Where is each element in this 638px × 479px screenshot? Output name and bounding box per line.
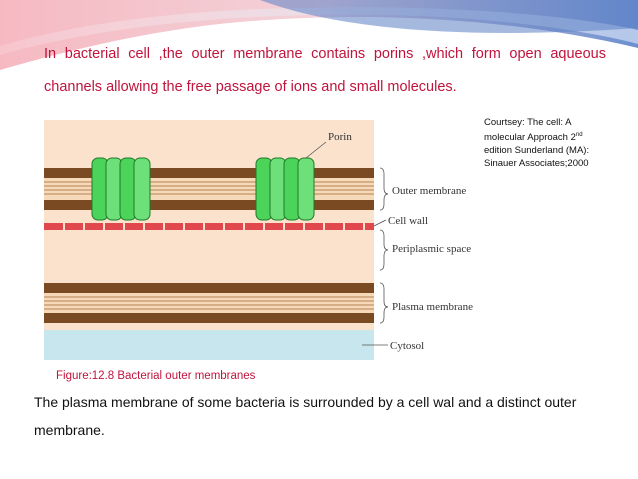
body-paragraph: The plasma membrane of some bacteria is …: [34, 394, 577, 438]
cytosol-label: Cytosol: [390, 340, 424, 352]
figure-caption: Figure:12.8 Bacterial outer membranes: [56, 370, 256, 382]
periplasmic-space-label: Periplasmic space: [392, 243, 471, 255]
credit-line-2: molecular Approach 2: [484, 132, 576, 144]
header-banner: [0, 0, 638, 70]
outer-membrane-bracket: [379, 167, 389, 211]
plasma-membrane-label: Plasma membrane: [392, 301, 473, 313]
periplasmic-space-bracket: [379, 229, 389, 271]
credit-line-1: Courtsey: The cell: A: [484, 117, 572, 128]
porin-protein-right: [255, 157, 315, 221]
porin-label: Porin: [328, 131, 352, 143]
cell-wall: [44, 223, 374, 230]
credit-line-2-sup: nd: [575, 132, 583, 138]
intro-paragraph: In bacterial cell ,the outer membrane co…: [44, 46, 606, 95]
bacterial-membrane-figure: Porin Outer membrane Cell wall Periplasm…: [44, 120, 474, 360]
outer-membrane-label: Outer membrane: [392, 185, 466, 197]
cell-wall-label: Cell wall: [388, 215, 428, 227]
porin-protein-left: [91, 157, 151, 221]
plasma-membrane: [44, 283, 374, 323]
credit-line-3: edition Sunderland (MA):: [484, 145, 590, 157]
plasma-membrane-bracket: [379, 282, 389, 324]
figure-credit: Courtsey: The cell: A molecular Approach…: [484, 116, 624, 170]
cytosol-region: [44, 330, 374, 360]
credit-line-4: Sinauer Associates;2000: [484, 158, 589, 170]
